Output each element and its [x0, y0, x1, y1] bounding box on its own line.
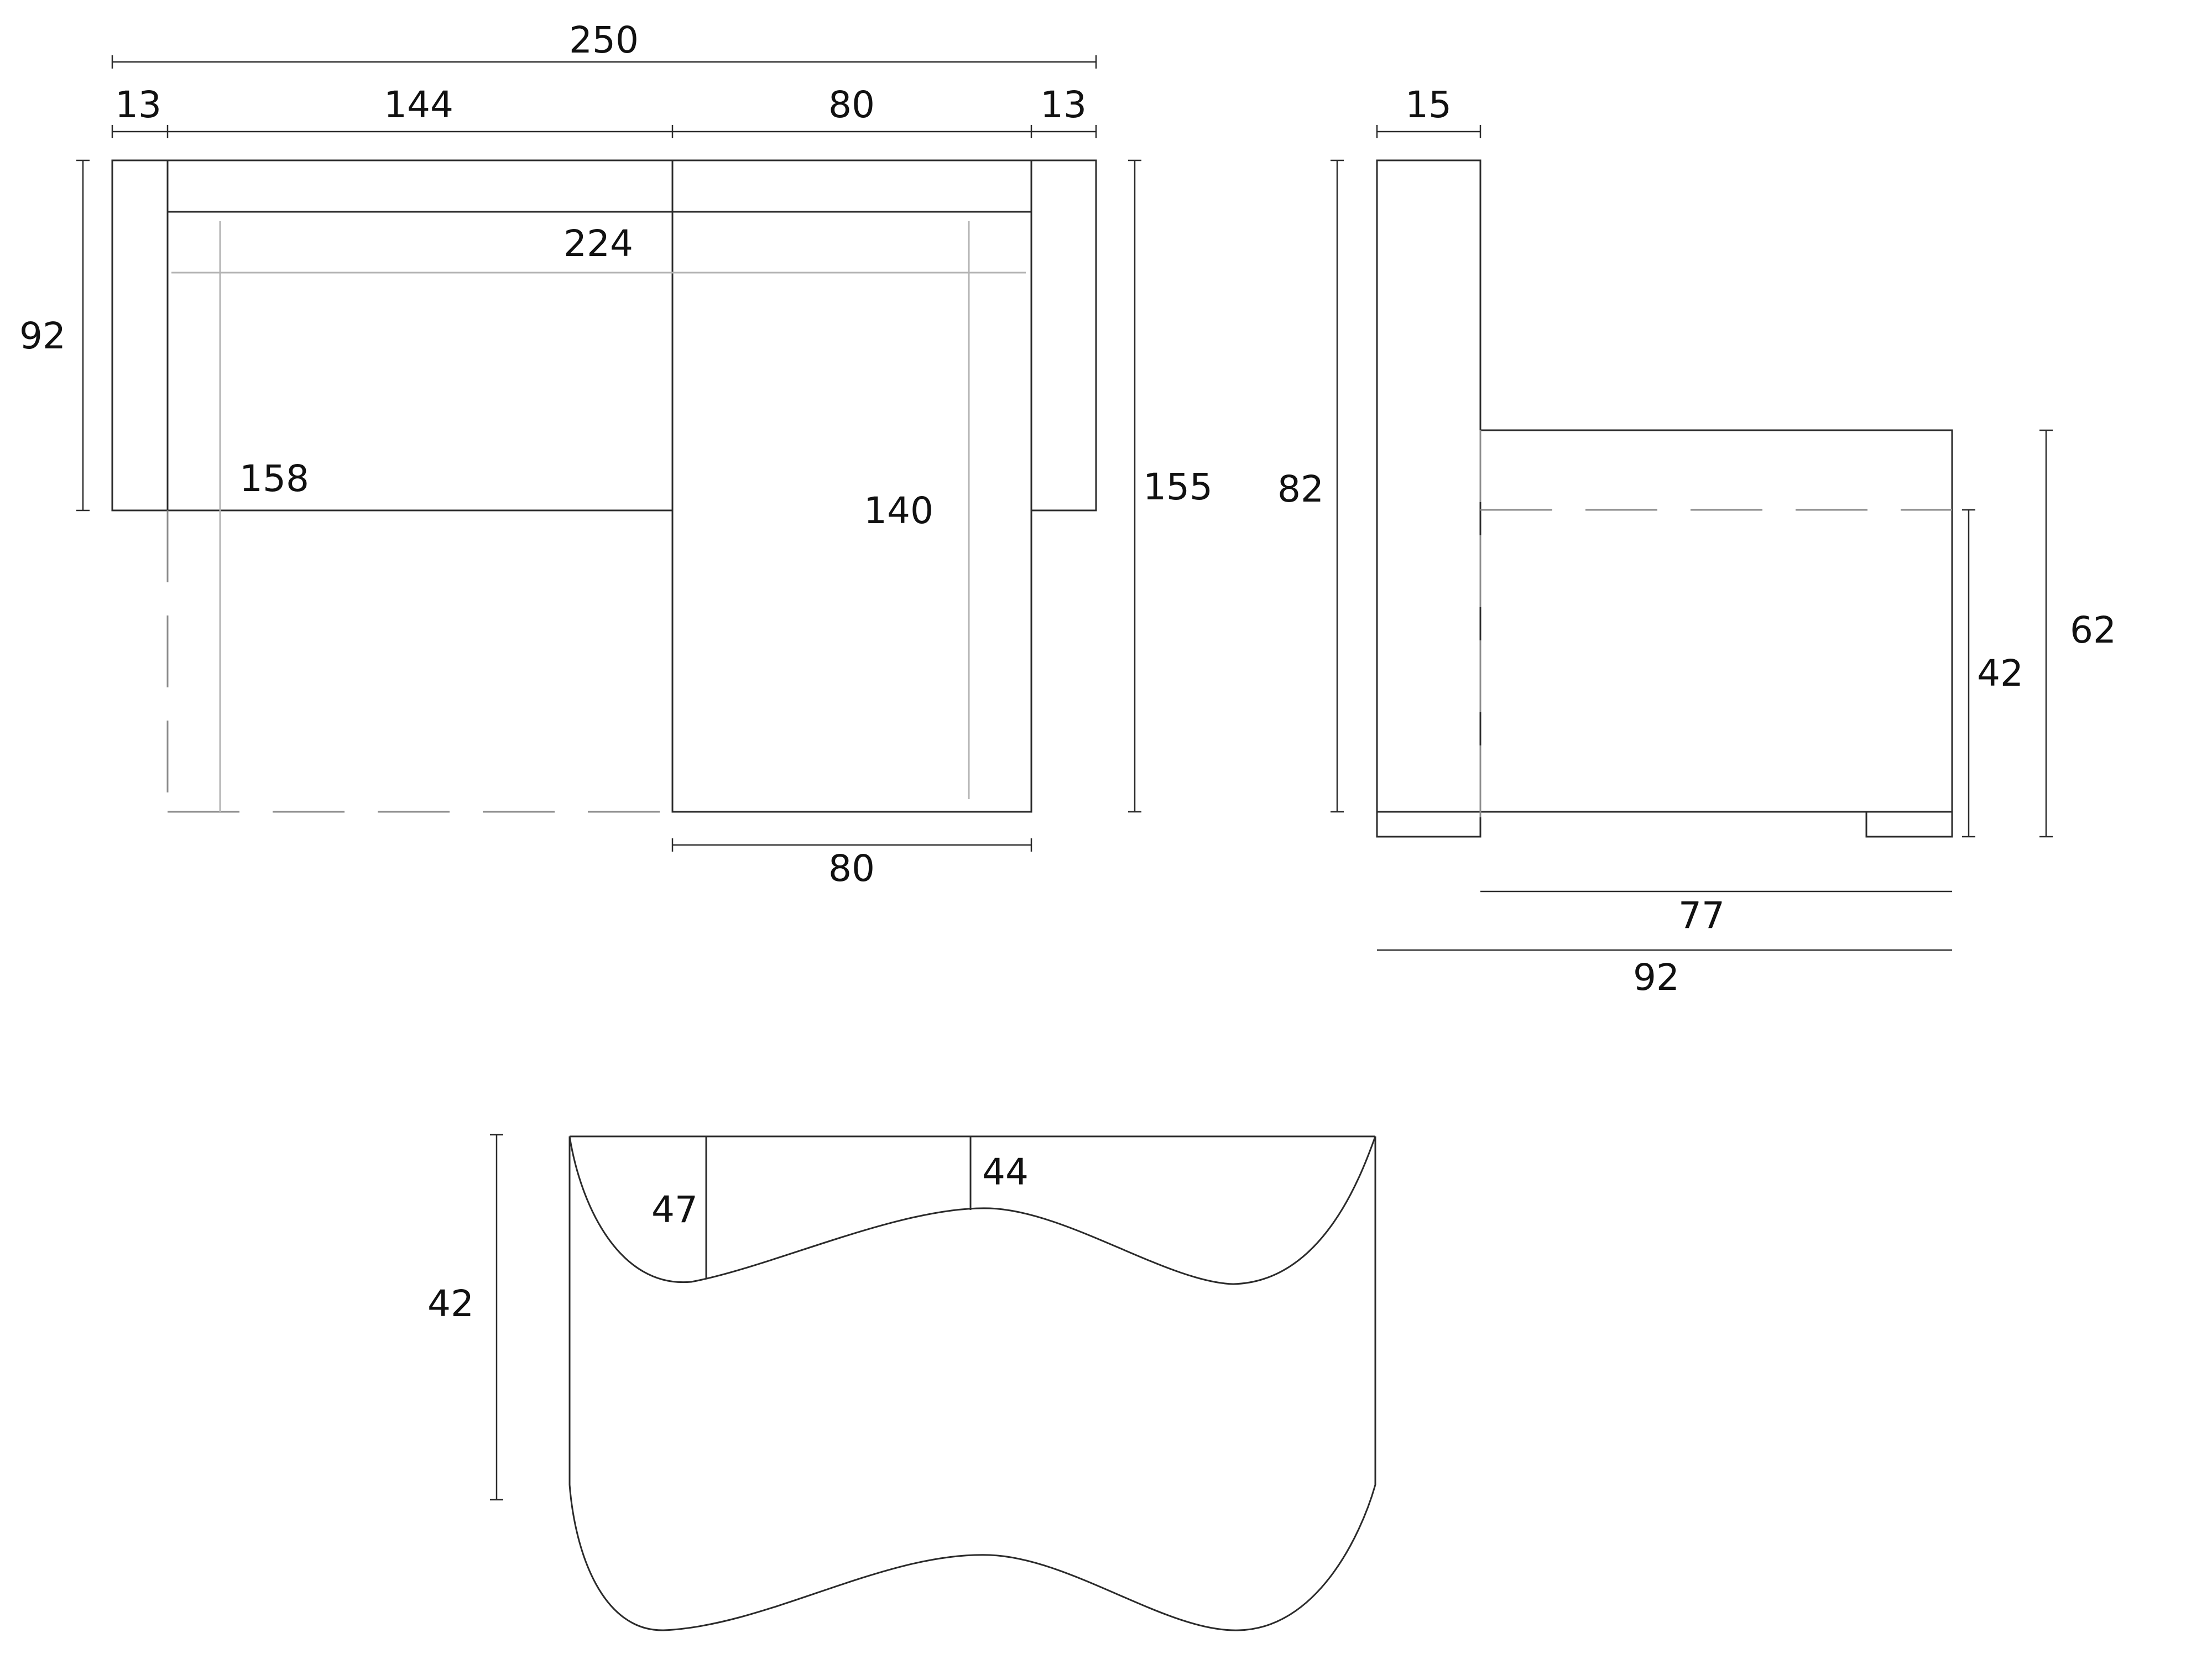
- overall-depth-label: 155: [1143, 466, 1213, 508]
- top-view: 250 13 144 80 13 92 224 158 140 155 80: [19, 19, 1213, 890]
- back-height-label: 82: [1277, 468, 1324, 510]
- side-view: 15 82 42 62 77 92: [1277, 84, 2116, 999]
- top-dimension-lines: [76, 55, 1141, 852]
- back-cushion-chaise: [671, 159, 1032, 213]
- profile-lower-curve: [568, 1484, 1376, 1631]
- chaise-section-width-label: 80: [828, 84, 875, 126]
- seat-depth-label: 77: [1678, 894, 1725, 937]
- side-overall-depth-label: 92: [1633, 956, 1679, 999]
- left-armrest: [111, 159, 169, 512]
- chaise-seat-depth-label: 140: [864, 489, 933, 532]
- main-seat-depth-label: 158: [239, 457, 309, 500]
- center-depth-label: 44: [982, 1151, 1029, 1193]
- side-dimension-lines: [1331, 125, 2053, 951]
- inner-width-label: 224: [564, 222, 633, 265]
- backrest-profile: [1376, 159, 1481, 813]
- edge-depth-label: 47: [651, 1188, 698, 1231]
- cushion-height-label: 42: [427, 1282, 474, 1325]
- seat-height-label: 42: [1977, 652, 2023, 695]
- depth-label: 92: [19, 315, 66, 357]
- back-thickness-label: 15: [1405, 84, 1452, 126]
- arm-height-label: 62: [2070, 609, 2116, 651]
- back-cushion-main: [166, 159, 674, 213]
- right-armrest: [1030, 159, 1097, 512]
- right-arm-width-label: 13: [1040, 84, 1087, 126]
- main-section-width-label: 144: [384, 84, 453, 126]
- cushion-profile-view: 42 47 44: [427, 1134, 1376, 1631]
- profile-upper-curve: [568, 1136, 1376, 1285]
- seat-profile: [1480, 429, 1953, 813]
- chaise-seat: [671, 211, 1032, 813]
- left-arm-width-label: 13: [115, 84, 161, 126]
- cushion-dimension-lines: [490, 1134, 503, 1501]
- chaise-width-label: 80: [828, 847, 875, 890]
- overall-width-label: 250: [569, 19, 639, 61]
- front-foot: [1865, 811, 1953, 838]
- rear-foot: [1376, 811, 1481, 838]
- side-view-outline: [1376, 159, 1953, 838]
